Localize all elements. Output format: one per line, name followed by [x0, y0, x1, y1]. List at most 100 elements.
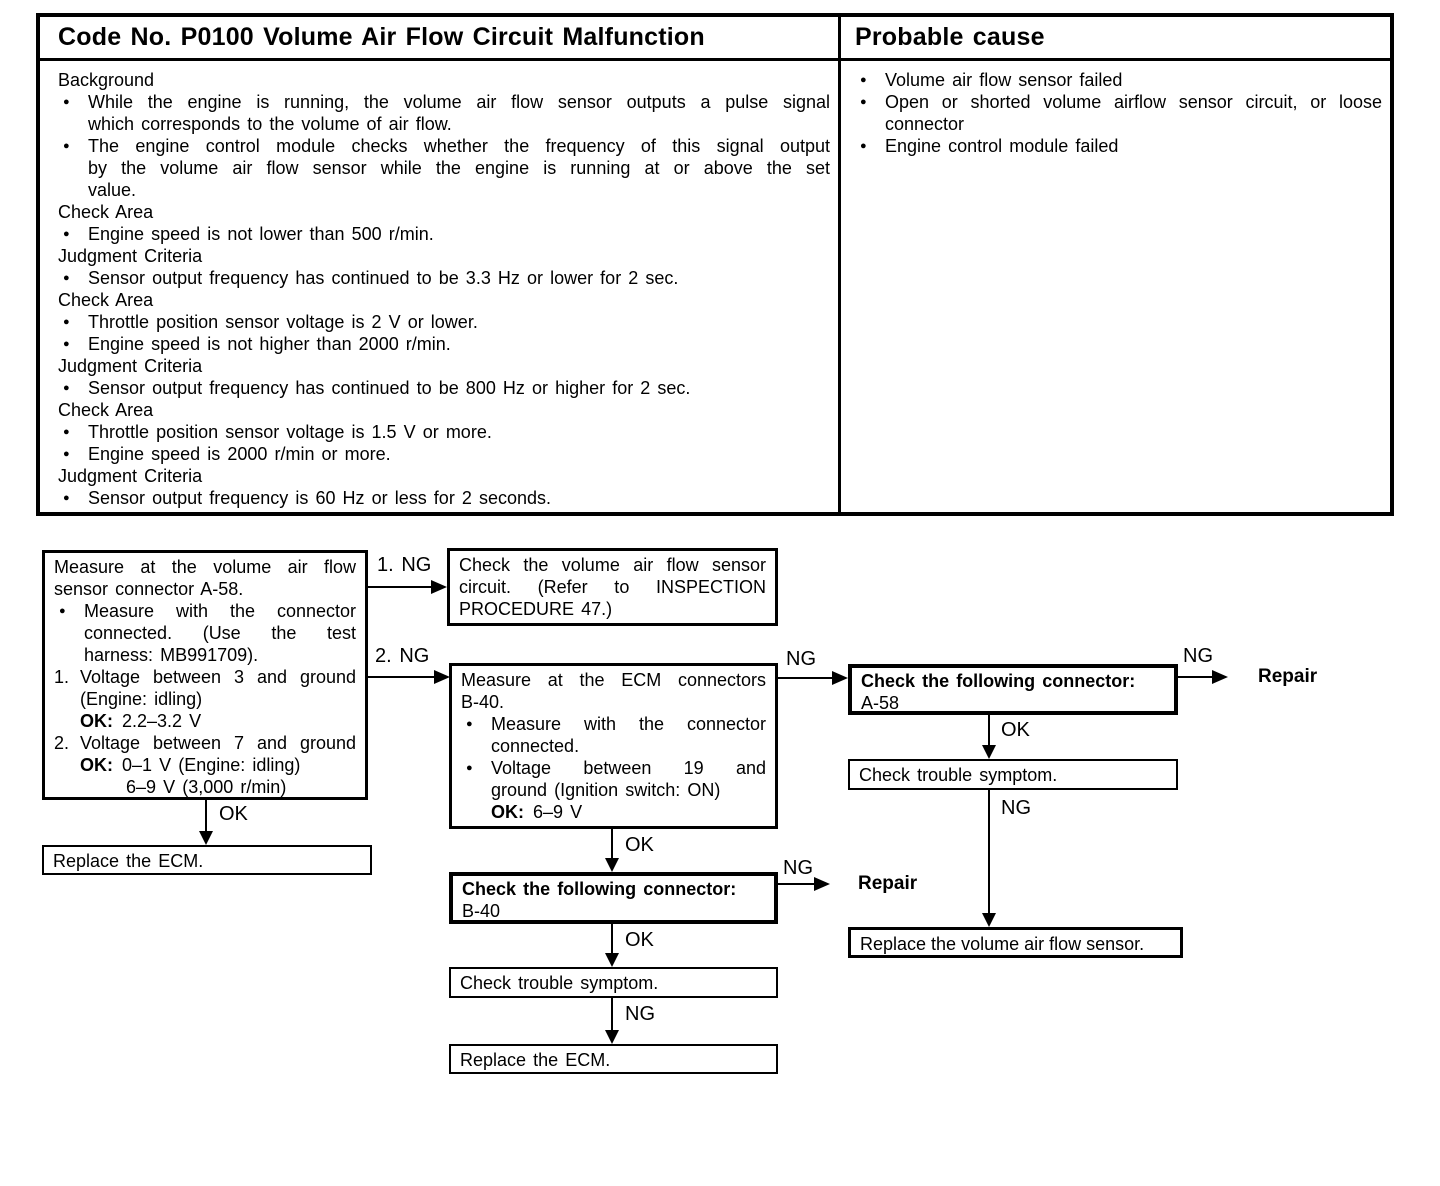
- text-line: Sensor output frequency has continued to…: [88, 378, 691, 398]
- flow-box-replace-sensor: Replace the volume air flow sensor.: [848, 927, 1183, 958]
- text-line: Check the volume air flow sensor: [459, 555, 766, 575]
- text-line: Engine speed is 2000 r/min or more.: [88, 444, 391, 464]
- arrowhead-down-icon: [982, 913, 996, 927]
- connector-id: B-40: [462, 901, 501, 921]
- bullet-item: ● Open or shorted volume airflow sensor c…: [855, 91, 1382, 135]
- bullet-text: Sensor output frequency is 60 Hz or less…: [88, 487, 830, 509]
- arrow-line: [988, 790, 990, 915]
- bullet-item: ●Sensor output frequency has continued t…: [58, 377, 830, 399]
- section-heading: Check Area: [58, 201, 830, 223]
- bullet-text: Throttle position sensor voltage is 1.5 …: [88, 421, 830, 443]
- arrow-line: [368, 676, 437, 678]
- bullet-text: While the engine is running, the volume …: [88, 91, 830, 135]
- section-heading: Judgment Criteria: [58, 245, 830, 267]
- bullet-item: ●Sensor output frequency has continued t…: [58, 267, 830, 289]
- arrowhead-right-icon: [434, 670, 450, 684]
- text-line: Sensor output frequency has continued to…: [88, 268, 679, 288]
- ok-spec: 6–9 V (3,000 r/min): [126, 777, 287, 797]
- bullet-item: ● Engine speed is 2000 r/min or more.: [58, 443, 830, 465]
- label-ok: OK: [1001, 719, 1030, 741]
- box-title: Check the following connector:: [462, 879, 737, 899]
- section-heading: Judgment Criteria: [58, 355, 830, 377]
- bullet-text: Open or shorted volume airflow sensor ci…: [885, 91, 1382, 135]
- text-line: ground (Ignition switch: ON): [491, 780, 721, 800]
- flow-box-check-trouble-symptom-mid: Check trouble symptom.: [449, 967, 778, 998]
- arrow-line: [778, 883, 816, 885]
- text-line: The engine control module checks whether…: [88, 136, 830, 156]
- bullet-text: Throttle position sensor voltage is 2 V …: [88, 311, 830, 333]
- text-line: circuit. (Refer to INSPECTION: [459, 577, 766, 597]
- arrowhead-right-icon: [814, 877, 830, 891]
- text-line: While the engine is running, the volume …: [88, 92, 830, 112]
- bullet-icon: ●: [63, 448, 70, 460]
- table-header-row: Code No. P0100 Volume Air Flow Circuit M…: [40, 17, 1390, 61]
- bullet-item: ● Throttle position sensor voltage is 1.5…: [58, 421, 830, 443]
- text-line: Judgment Criteria: [58, 356, 203, 376]
- step-text: Voltage between 3 and ground: [80, 667, 356, 687]
- arrow-line: [611, 924, 613, 955]
- bullet-text: Sensor output frequency has continued to…: [88, 377, 830, 399]
- bullet-text: The engine control module checks whether…: [88, 135, 830, 201]
- section-heading: Judgment Criteria: [58, 465, 830, 487]
- text-line: Judgment Criteria: [58, 466, 203, 486]
- label-ok: OK: [219, 803, 248, 825]
- arrowhead-right-icon: [431, 580, 447, 594]
- bullet-icon: ●: [63, 338, 70, 350]
- bullet-item: ●Sensor output frequency is 60 Hz or les…: [58, 487, 830, 509]
- step-1: 1. Voltage between 3 and ground (Engine:…: [54, 667, 356, 731]
- flow-box-replace-ecm-left: Replace the ECM.: [42, 845, 372, 875]
- text-line: Judgment Criteria: [58, 246, 203, 266]
- text-line: harness: MB991709).: [84, 645, 259, 665]
- arrow-line: [988, 715, 990, 747]
- bullet-icon: ●: [466, 718, 473, 730]
- bullet-icon: ●: [860, 96, 867, 108]
- column-divider: [838, 17, 841, 512]
- text-line: Engine speed is not higher than 2000 r/m…: [88, 334, 451, 354]
- section-heading: Background: [58, 69, 830, 91]
- bullet-icon: ●: [466, 762, 473, 774]
- bullet-text: Volume air flow sensor failed: [885, 69, 1382, 91]
- bullet-item: ● Volume air flow sensor failed: [855, 69, 1382, 91]
- bullet-item: ●Engine control module failed: [855, 135, 1382, 157]
- arrow-line: [1178, 676, 1214, 678]
- arrowhead-down-icon: [605, 953, 619, 967]
- text-line: connected. (Use the test: [84, 623, 356, 643]
- text-line: Check Area: [58, 290, 154, 310]
- label-2ng: 2. NG: [375, 645, 430, 667]
- bullet-item: ● Engine speed is not higher than 2000 r/…: [58, 333, 830, 355]
- probable-cause-cell: ● Volume air flow sensor failed ● Open or s…: [841, 61, 1390, 509]
- flow-box-replace-ecm-mid: Replace the ECM.: [449, 1044, 778, 1074]
- text-line: Throttle position sensor voltage is 1.5 …: [88, 422, 492, 442]
- arrowhead-right-icon: [832, 671, 848, 685]
- probable-cause-header: Probable cause: [855, 23, 1045, 51]
- bullet-icon: ●: [860, 74, 867, 86]
- arrowhead-down-icon: [982, 745, 996, 759]
- bullet-item: ● Throttle position sensor voltage is 2 V…: [58, 311, 830, 333]
- flow-box-check-connector-a58: Check the following connector: A-58: [848, 664, 1178, 715]
- text-line: Background: [58, 70, 155, 90]
- table-body-row: Background ● While the engine is running, …: [40, 61, 1390, 509]
- text-line: sensor connector A-58.: [54, 579, 244, 599]
- section-heading: Check Area: [58, 399, 830, 421]
- bullet-icon: ●: [63, 426, 70, 438]
- text-line: Voltage between 19 and: [491, 758, 766, 778]
- label-ng: NG: [786, 648, 816, 670]
- arrow-line: [778, 677, 836, 679]
- label-ok: OK: [625, 834, 654, 856]
- bullet-text: Sensor output frequency has continued to…: [88, 267, 830, 289]
- arrow-line: [611, 998, 613, 1032]
- text-line: connected.: [491, 736, 580, 756]
- bullet-icon: ●: [63, 316, 70, 328]
- arrow-line: [368, 586, 435, 588]
- bullet-item: ●Engine speed is not lower than 500 r/mi…: [58, 223, 830, 245]
- arrowhead-down-icon: [605, 858, 619, 872]
- text-line: value.: [88, 180, 137, 200]
- label-ng: NG: [1183, 645, 1213, 667]
- bullet-icon: ●: [63, 96, 70, 108]
